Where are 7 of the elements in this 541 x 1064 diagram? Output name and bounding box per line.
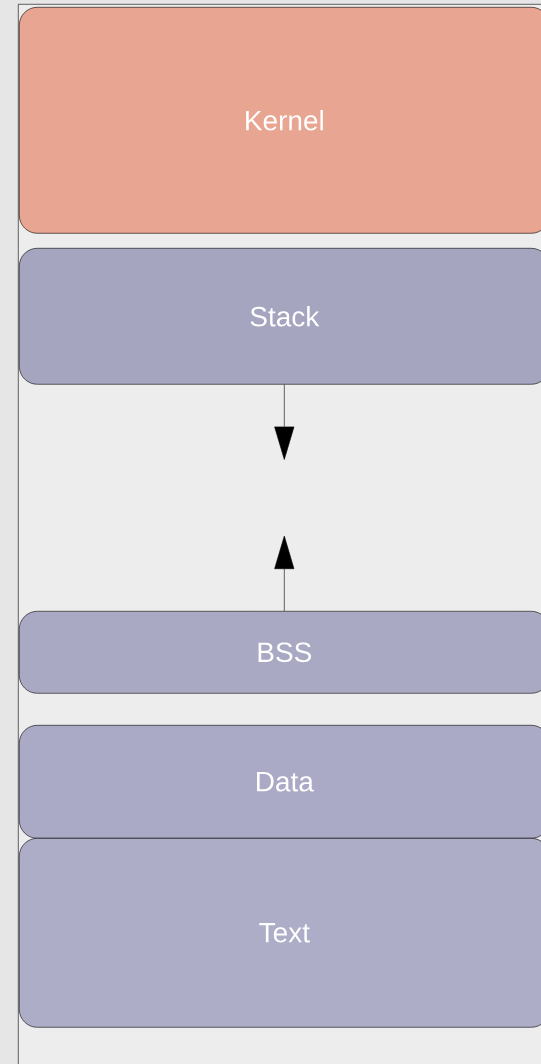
memory-segment: Kernel xyxy=(19,7,541,234)
memory-segment: Text xyxy=(19,838,541,1028)
memory-segment: Data xyxy=(19,725,541,839)
arrow xyxy=(274,535,295,612)
memory-segment: Stack xyxy=(19,248,541,385)
arrow xyxy=(274,384,295,460)
memory-segment: BSS xyxy=(19,611,541,694)
